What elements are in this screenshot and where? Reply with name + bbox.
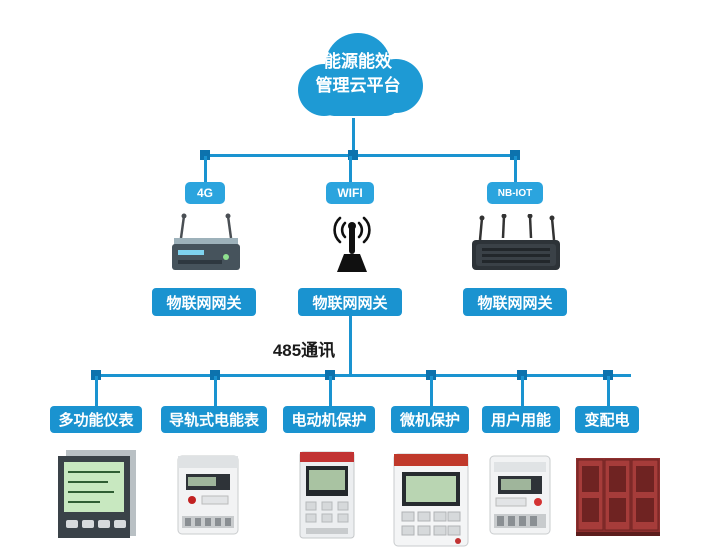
junction-node [426,370,436,380]
connector-drop-terminal-2 [214,376,217,408]
router-nbiot-icon [472,214,560,270]
connector-drop-terminal-5 [521,376,524,408]
bus-485-label: 485通讯 [272,340,336,360]
connector-drop-nbiot [514,156,517,184]
micro-protection-icon [393,453,469,547]
device-din-rail-energy-meter [168,452,248,538]
connector-485-stem [349,316,352,376]
connector-drop-wifi [349,156,352,184]
din-rail-meter-icon [177,455,239,535]
multifunction-meter-icon [58,450,136,538]
connector-drop-terminal-4 [430,376,433,408]
badge-wifi: WIFI [326,182,374,204]
terminal-label-power-distribution: 变配电 [575,406,639,433]
connector-drop-4g [204,156,207,184]
device-multifunction-meter [52,446,140,542]
gateway-device-wifi-antenna [320,214,384,276]
gateway-label-4g: 物联网网关 [152,288,256,316]
connector-drop-terminal-1 [95,376,98,408]
connector-drop-terminal-6 [607,376,610,408]
device-user-energy-meter [480,452,560,538]
wifi-antenna-icon [333,216,371,272]
terminal-label-din-rail-meter: 导轨式电能表 [161,406,267,433]
terminal-label-micro-protection: 微机保护 [391,406,469,433]
connector-485-bus [95,374,631,377]
connector-drop-terminal-3 [329,376,332,408]
distribution-cabinet-icon [576,458,660,536]
junction-node [325,370,335,380]
junction-node [210,370,220,380]
junction-node [91,370,101,380]
motor-protection-icon [299,451,355,539]
router-4g-icon [172,213,240,270]
gateway-device-4g-router [168,212,244,282]
cloud-title-line1: 能源能效 [324,52,392,71]
device-motor-protection-unit [292,448,362,542]
junction-node [517,370,527,380]
connector-top-bar [204,154,516,157]
user-energy-meter-icon [489,455,551,535]
connector-cloud-stem [352,118,355,156]
cloud-title-line2: 管理云平台 [315,76,401,95]
cloud-platform: 能源能效 管理云平台 [278,20,438,130]
junction-node [348,150,358,160]
badge-4g: 4G [185,182,225,204]
device-power-distribution-cabinets [572,448,664,540]
junction-node [200,150,210,160]
junction-node [510,150,520,160]
terminal-label-user-energy: 用户用能 [482,406,560,433]
cloud-icon [298,33,423,116]
gateway-label-nbiot: 物联网网关 [463,288,567,316]
badge-nbiot: NB-IOT [487,182,543,204]
gateway-device-nbiot-router [468,214,564,280]
terminal-label-motor-protection: 电动机保护 [283,406,375,433]
junction-node [603,370,613,380]
gateway-label-wifi: 物联网网关 [298,288,402,316]
device-microcomputer-protection-unit [388,450,474,550]
terminal-label-multifunction-meter: 多功能仪表 [50,406,142,433]
cloud-title: 能源能效 管理云平台 [278,50,438,98]
